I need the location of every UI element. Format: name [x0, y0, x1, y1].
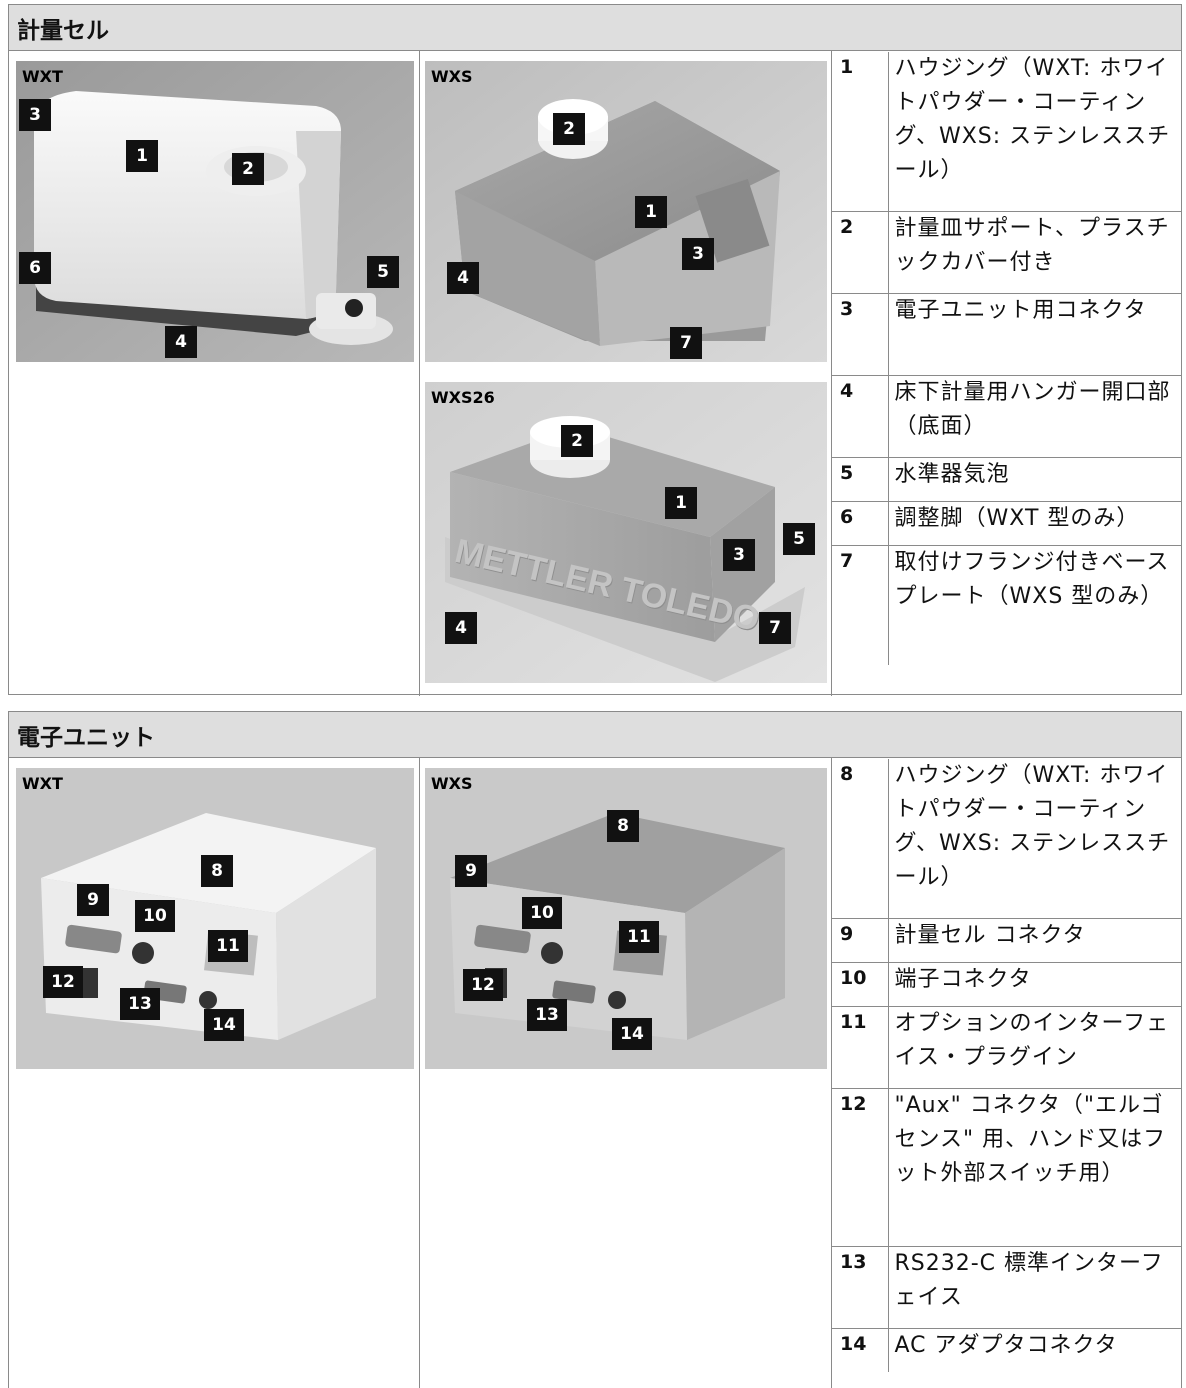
legend-text: オプションのインターフェイス・プラグイン — [888, 1006, 1182, 1089]
legend-number: 13 — [832, 1246, 889, 1329]
wxs26-weighing-cell-photo: WXS26 METTLER TOLEDO — [425, 382, 827, 683]
wxs-weighing-cell-photo: WXS — [425, 61, 827, 362]
callout-1: 1 — [635, 196, 667, 228]
callout-2: 2 — [553, 113, 585, 145]
callout-10: 10 — [522, 897, 562, 929]
legend-text: 計量皿サポート、プラスチックカバー付き — [888, 211, 1182, 294]
column-divider — [831, 51, 832, 696]
legend-text: 床下計量用ハンガー開口部（底面） — [888, 375, 1182, 458]
legend-number: 5 — [832, 457, 889, 502]
callout-4: 4 — [447, 262, 479, 294]
legend-text: ハウジング（WXT: ホワイトパウダー・コーティング、WXS: ステンレススチー… — [888, 52, 1182, 212]
wxt-electronics-illustration — [16, 768, 414, 1069]
legend-number: 7 — [832, 545, 889, 665]
legend-number: 1 — [832, 52, 889, 212]
legend-number: 4 — [832, 375, 889, 458]
legend-text: 端子コネクタ — [888, 962, 1182, 1007]
photo-label: WXS26 — [431, 388, 495, 407]
legend-text: 計量セル コネクタ — [888, 918, 1182, 963]
callout-5: 5 — [367, 256, 399, 288]
wxt-cell-illustration — [16, 61, 414, 362]
callout-2: 2 — [561, 425, 593, 457]
legend-number: 12 — [832, 1088, 889, 1247]
callout-3: 3 — [723, 539, 755, 571]
electronics-unit-section: 電子ユニット WXT 8 9 10 11 12 13 14 — [8, 711, 1182, 1388]
legend-number: 11 — [832, 1006, 889, 1089]
weighing-cell-section: 計量セル WXT 3 1 2 6 5 4 — [8, 4, 1182, 696]
photo-label: WXS — [431, 67, 473, 86]
callout-12: 12 — [43, 966, 83, 998]
section-title: 計量セル — [9, 5, 1181, 51]
callout-10: 10 — [135, 900, 175, 932]
legend-number: 6 — [832, 501, 889, 546]
callout-9: 9 — [455, 855, 487, 887]
callout-1: 1 — [126, 140, 158, 172]
callout-4: 4 — [445, 612, 477, 644]
wxt-electronics-unit-photo: WXT — [16, 768, 414, 1069]
callout-5: 5 — [783, 523, 815, 555]
legend-text: 調整脚（WXT 型のみ） — [888, 501, 1182, 546]
callout-7: 7 — [759, 612, 791, 644]
column-divider — [419, 51, 420, 696]
legend-row: 12"Aux" コネクタ（"エルゴセンス" 用、ハンド又はフット外部スイッチ用） — [832, 1088, 1182, 1247]
callout-12: 12 — [463, 969, 503, 1001]
legend-number: 9 — [832, 918, 889, 963]
legend-number: 3 — [832, 293, 889, 376]
legend-number: 10 — [832, 962, 889, 1007]
callout-2: 2 — [232, 153, 264, 185]
callout-8: 8 — [607, 810, 639, 842]
callout-7: 7 — [670, 327, 702, 359]
legend-text: AC アダプタコネクタ — [894, 1332, 1118, 1358]
callout-9: 9 — [77, 884, 109, 916]
legend-number: 8 — [832, 759, 889, 919]
photo-label: WXT — [22, 774, 63, 793]
photo-label: WXT — [22, 67, 63, 86]
legend-text: "Aux" コネクタ（"エルゴセンス" 用、ハンド又はフット外部スイッチ用） — [888, 1088, 1182, 1247]
callout-3: 3 — [682, 238, 714, 270]
column-divider — [419, 758, 420, 1388]
legend-number: 2 — [832, 211, 889, 294]
column-divider — [831, 758, 832, 1388]
callout-13: 13 — [120, 988, 160, 1020]
callout-6: 6 — [19, 252, 51, 284]
callout-3: 3 — [19, 99, 51, 131]
legend-text: ハウジング（WXT: ホワイトパウダー・コーティング、WXS: ステンレススチー… — [888, 759, 1182, 919]
wxt-weighing-cell-photo: WXT — [16, 61, 414, 362]
wxs26-cell-illustration — [425, 382, 827, 683]
callout-13: 13 — [527, 999, 567, 1031]
wxs-cell-illustration — [425, 61, 827, 362]
photo-label: WXS — [431, 774, 473, 793]
section-title: 電子ユニット — [9, 712, 1181, 758]
callout-4: 4 — [165, 326, 197, 358]
callout-14: 14 — [204, 1009, 244, 1041]
callout-1: 1 — [665, 487, 697, 519]
callout-11: 11 — [208, 930, 248, 962]
callout-8: 8 — [201, 855, 233, 887]
callout-11: 11 — [619, 921, 659, 953]
legend-text: 水準器気泡 — [888, 457, 1182, 502]
legend-text: RS232-C 標準インターフェイス — [888, 1246, 1182, 1329]
callout-14: 14 — [612, 1018, 652, 1050]
legend-number: 14 — [832, 1328, 889, 1372]
legend-text: 取付けフランジ付きベースプレート（WXS 型のみ） — [894, 549, 1170, 609]
legend-text: 電子ユニット用コネクタ — [888, 293, 1182, 376]
